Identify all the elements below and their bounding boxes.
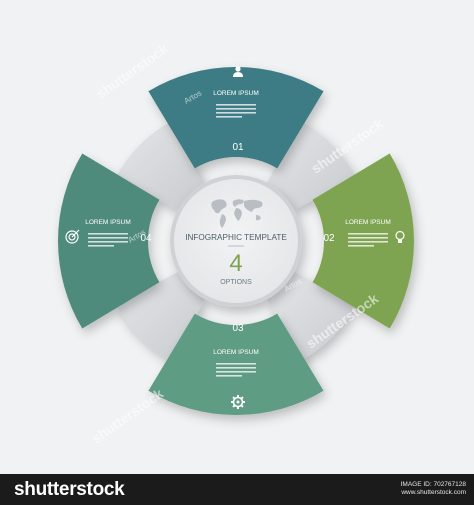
segment-text-line: [348, 245, 374, 247]
segment-text-line: [88, 237, 128, 239]
gear-icon: [231, 395, 245, 409]
segment-text-line: [216, 108, 256, 110]
footer-id-line2: www.shutterstock.com: [401, 489, 466, 496]
segment-text-line: [88, 245, 114, 247]
footer-image-id: IMAGE ID: 702767128 www.shutterstock.com: [401, 481, 466, 497]
lightbulb-icon: [395, 230, 405, 243]
segment-number: 04: [140, 233, 152, 244]
center-big-number: 4: [229, 250, 242, 277]
segment-text-line: [216, 112, 256, 114]
center-title: INFOGRAPHIC TEMPLATE: [185, 233, 287, 242]
segment-text-line: [216, 375, 242, 377]
person-icon: [233, 66, 243, 77]
segment-text-line: [348, 233, 388, 235]
segment-text-line: [216, 371, 256, 373]
segment-heading: LOREM IPSUM: [85, 219, 131, 226]
target-icon: [65, 229, 80, 244]
footer-brand: shutterstock: [14, 479, 125, 500]
segment-text-line: [216, 367, 256, 369]
center-subtitle: OPTIONS: [220, 279, 252, 286]
segment-text-line: [348, 241, 388, 243]
footer-bar: shutterstock IMAGE ID: 702767128 www.shu…: [0, 474, 474, 505]
segment-text-line: [216, 116, 242, 118]
footer-id-line1: IMAGE ID: 702767128: [400, 481, 466, 488]
segment-text-line: [88, 241, 128, 243]
world-map-icon: [211, 199, 263, 228]
segment-01: [148, 67, 324, 169]
center-circle: INFOGRAPHIC TEMPLATE 4 OPTIONS: [170, 175, 302, 307]
segment-label-01: 01 LOREM IPSUM: [213, 66, 259, 153]
segment-text-line: [348, 237, 388, 239]
segment-heading: LOREM IPSUM: [213, 90, 259, 97]
segment-number: 01: [232, 142, 244, 153]
segment-shape: [148, 67, 324, 169]
segment-label-04: 04 LOREM IPSUM: [65, 219, 152, 247]
segment-heading: LOREM IPSUM: [345, 219, 391, 226]
segment-text-line: [216, 104, 256, 106]
segment-heading: LOREM IPSUM: [213, 349, 259, 356]
svg-text:shutterstock: shutterstock: [88, 385, 166, 446]
segment-text-line: [88, 233, 128, 235]
segment-number: 02: [323, 233, 335, 244]
segment-label-02: 02 LOREM IPSUM: [323, 219, 405, 247]
segment-text-line: [216, 363, 256, 365]
segment-number: 03: [232, 323, 244, 334]
